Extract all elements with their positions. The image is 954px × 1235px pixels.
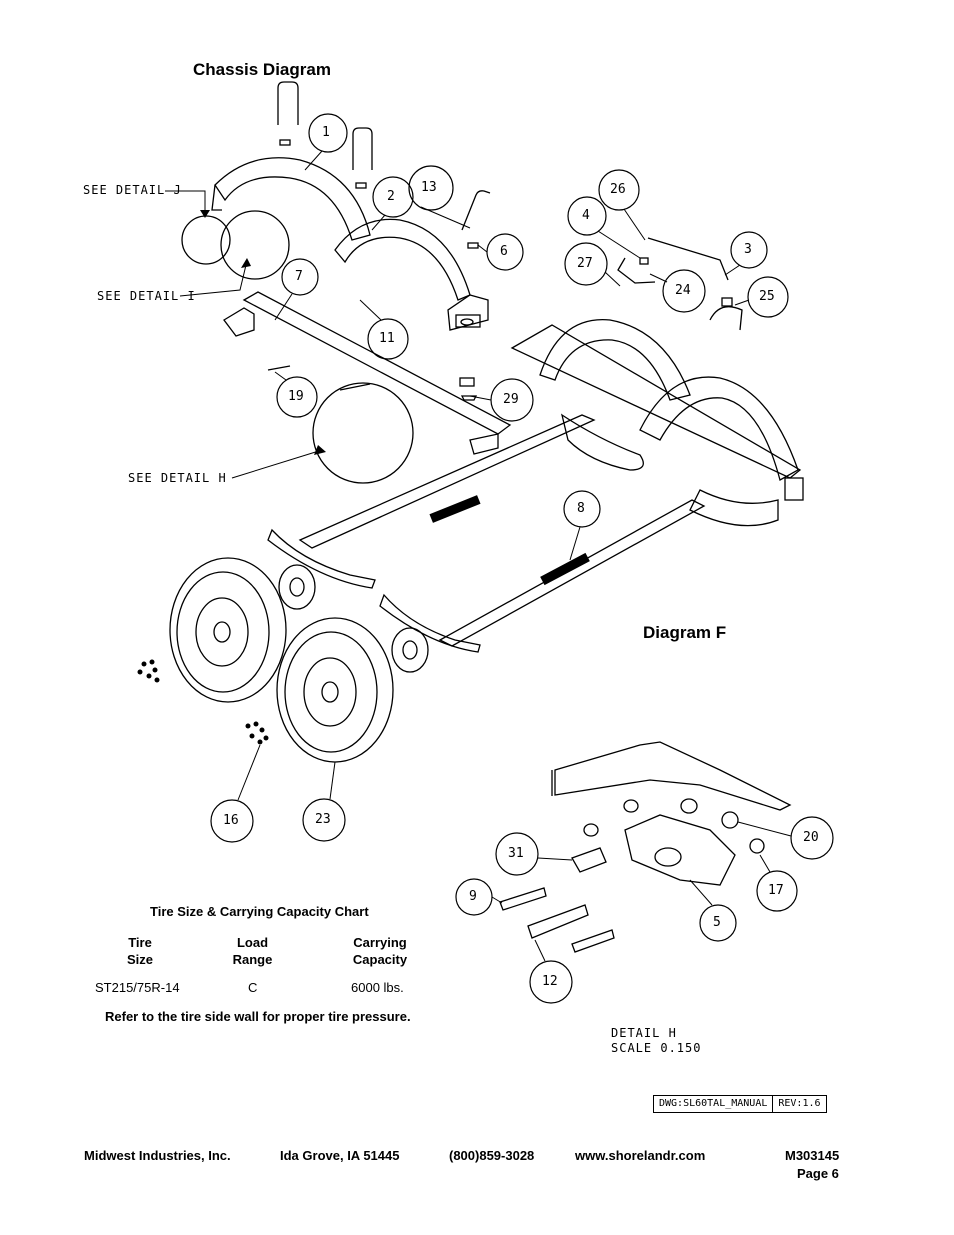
callout-23: 23 (315, 812, 331, 827)
callout-13: 13 (421, 180, 437, 195)
drawing-revision: REV:1.6 (772, 1096, 825, 1112)
callout-29: 29 (503, 392, 519, 407)
footer-company: Midwest Industries, Inc. (84, 1148, 231, 1163)
callout-19: 19 (288, 389, 304, 404)
tire-chart-title: Tire Size & Carrying Capacity Chart (150, 904, 369, 919)
callout-17: 17 (768, 883, 784, 898)
header-load-range: Load Range (225, 934, 280, 968)
header-tire-size-line1: Tire (128, 935, 152, 950)
callout-4: 4 (582, 208, 590, 223)
callout-11: 11 (379, 331, 395, 346)
callout-24: 24 (675, 283, 691, 298)
header-carrying-capacity: Carrying Capacity (345, 934, 415, 968)
callout-26: 26 (610, 182, 626, 197)
header-load-range-line1: Load (236, 935, 269, 950)
callout-31: 31 (508, 846, 524, 861)
footer-website: www.shorelandr.com (575, 1148, 706, 1163)
tire-pressure-note: Refer to the tire side wall for proper t… (105, 1009, 411, 1024)
callout-1: 1 (322, 125, 330, 140)
callout-12: 12 (542, 974, 558, 989)
footer-phone: (800)859-3028 (449, 1148, 535, 1163)
callout-27: 27 (577, 256, 593, 271)
callout-20: 20 (803, 830, 819, 845)
callout-3: 3 (744, 242, 752, 257)
drawing-reference-box: DWG:SL60TAL_MANUAL REV:1.6 (653, 1095, 827, 1113)
callout-2: 2 (387, 189, 395, 204)
header-tire-size-line2: Size (126, 952, 153, 967)
see-detail-i-label: SEE DETAIL I (97, 289, 196, 303)
callout-9: 9 (469, 889, 477, 904)
callout-16: 16 (223, 813, 239, 828)
drawing-name: DWG:SL60TAL_MANUAL (659, 1098, 768, 1109)
cell-tire-size: ST215/75R-14 (95, 980, 180, 995)
callout-5: 5 (713, 915, 721, 930)
detail-h-scale-line: SCALE 0.150 (611, 1041, 702, 1055)
callout-8: 8 (577, 501, 585, 516)
header-carrying-capacity-line1: Carrying (353, 935, 407, 950)
callout-6: 6 (500, 244, 508, 259)
detail-h-line: DETAIL H (611, 1026, 677, 1040)
chassis-diagram-title: Chassis Diagram (193, 60, 331, 79)
callout-7: 7 (295, 269, 303, 284)
header-tire-size: Tire Size (115, 934, 165, 968)
footer-doc-number: M303145 (785, 1148, 840, 1163)
header-load-range-line2: Range (232, 952, 273, 967)
see-detail-h-label: SEE DETAIL H (128, 471, 227, 485)
callout-25: 25 (759, 289, 775, 304)
footer-page-number: Page 6 (797, 1166, 839, 1181)
cell-carrying-capacity: 6000 lbs. (351, 980, 404, 995)
diagram-f-title: Diagram F (643, 623, 727, 642)
header-carrying-capacity-line2: Capacity (352, 952, 408, 967)
see-detail-j-label: SEE DETAIL J (83, 183, 182, 197)
detail-h-scale: DETAIL H SCALE 0.150 (611, 1026, 701, 1056)
footer-city: Ida Grove, IA 51445 (280, 1148, 400, 1163)
cell-load-range: C (248, 980, 258, 995)
